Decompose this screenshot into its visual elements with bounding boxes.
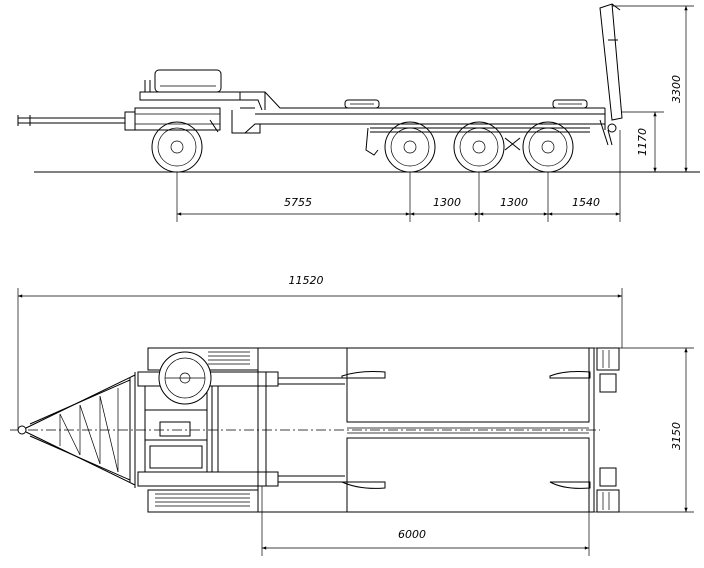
rear-wheel-1 <box>384 121 436 173</box>
dolly-frame <box>137 347 279 513</box>
suspension <box>365 127 590 156</box>
dim-1540: 1540 <box>572 196 600 209</box>
dim-1300-a: 1300 <box>433 196 461 209</box>
dim-11520: 11520 <box>289 274 324 287</box>
main-deck <box>257 347 595 513</box>
front-dolly <box>134 69 241 133</box>
rear-wheel-2 <box>453 121 505 173</box>
fifth-wheel <box>158 351 212 405</box>
dim-3300: 3300 <box>670 75 683 103</box>
main-frame <box>231 91 606 134</box>
rear-ramp <box>599 3 623 146</box>
rear-wheel-3 <box>522 121 574 173</box>
dim-1170: 1170 <box>636 128 649 156</box>
deck-pads <box>344 99 588 109</box>
rear-ramps-top <box>596 347 620 513</box>
dim-3150: 3150 <box>670 422 683 450</box>
dim-1300-b: 1300 <box>500 196 528 209</box>
drawbar <box>17 111 140 131</box>
dim-5755: 5755 <box>284 196 312 209</box>
top-view: 11520 <box>10 274 694 556</box>
towbar-frame <box>17 372 136 488</box>
side-view: 5755 1300 1300 1540 3300 1170 <box>17 3 700 222</box>
dim-6000: 6000 <box>398 528 426 541</box>
